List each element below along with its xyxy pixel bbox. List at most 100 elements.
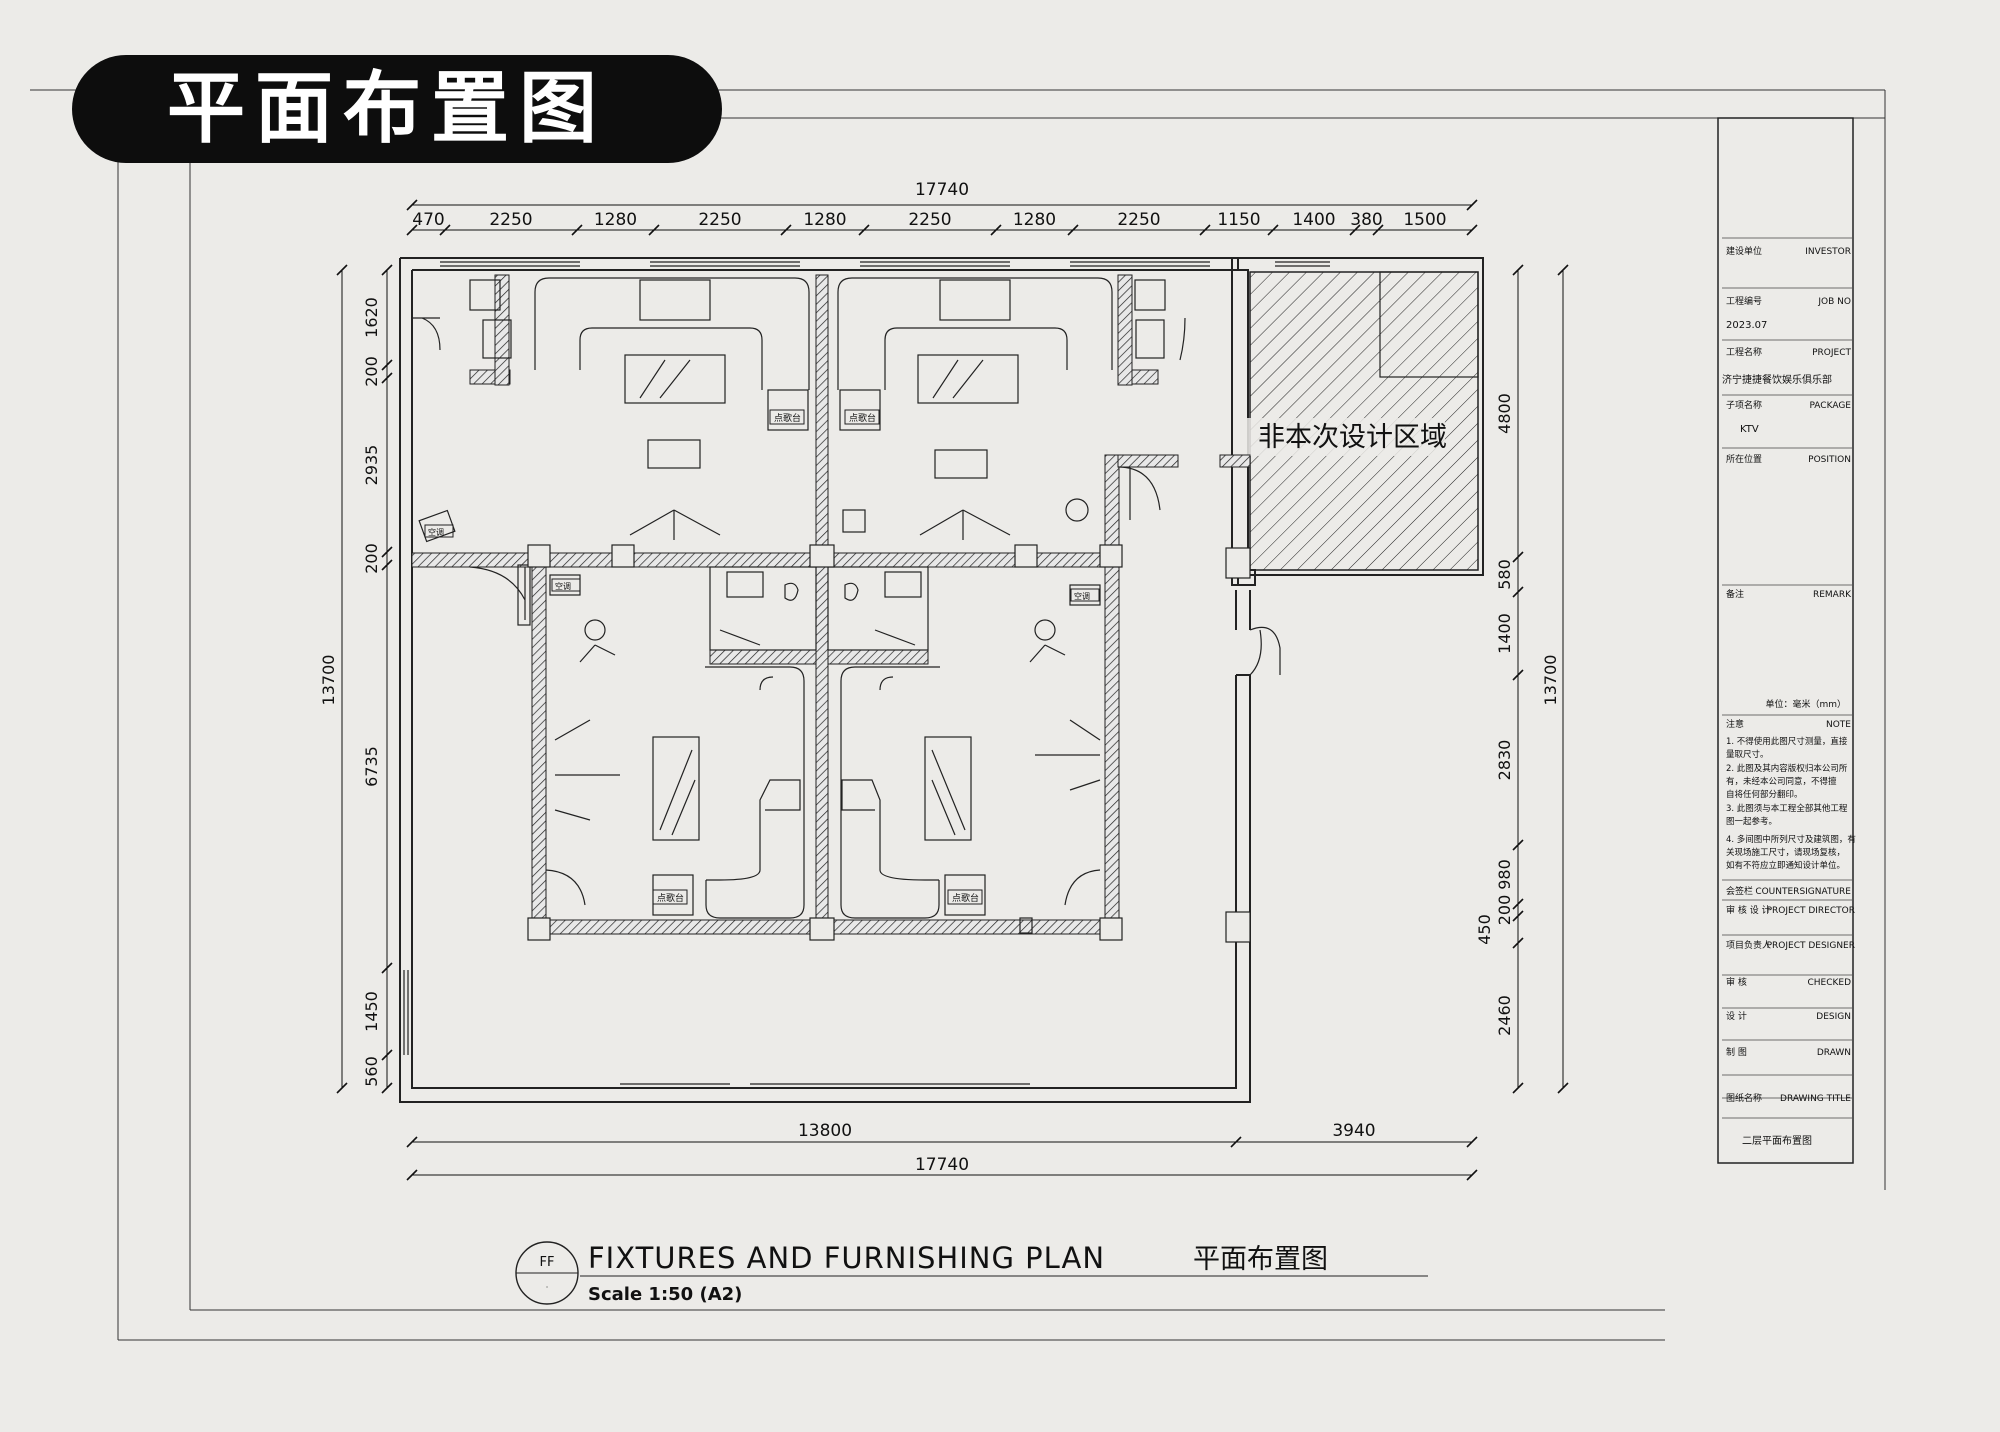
- dimension-tick: [336, 1082, 348, 1094]
- excluded-area: 非本次设计区域: [1245, 271, 1479, 571]
- dimension-label: 2830: [1495, 740, 1514, 781]
- dimension-label: 450: [1475, 914, 1494, 945]
- dimension-tick: [858, 224, 870, 236]
- dimension-tick: [1557, 264, 1569, 276]
- tb-checked-en: CHECKED: [1807, 978, 1851, 988]
- dimension-label: 2250: [489, 210, 532, 230]
- tb-note-line: 关现场施工尺寸，请现场复核，: [1726, 847, 1845, 858]
- dimension-tick: [381, 1082, 393, 1094]
- tb-director-cn: 审 核 设 计: [1726, 904, 1771, 916]
- dimension-tick: [381, 359, 393, 371]
- dimension-label: 2935: [362, 445, 381, 486]
- title-block-frame: [1717, 117, 1854, 1164]
- tb-package-value: KTV: [1740, 424, 1759, 435]
- dim-bottom-segment-right: 3940: [1332, 1121, 1375, 1141]
- room-lower-left: [469, 564, 805, 919]
- dimension-label: 380: [1350, 210, 1382, 230]
- tb-project-cn: 工程名称: [1726, 346, 1762, 358]
- tb-remark-en: REMARK: [1813, 590, 1852, 600]
- dimension-label: 6735: [362, 746, 381, 787]
- ac-tag-label: 空调: [428, 527, 444, 537]
- dimension-tick: [1512, 898, 1524, 910]
- tb-notes: 1. 不得使用此图尺寸测量，直接 量取尺寸。 2. 此图及其内容版权归本公司所 …: [1726, 736, 1856, 871]
- drawing-title-en: FIXTURES AND FURNISHING PLAN: [588, 1241, 1105, 1275]
- tb-unit: 单位：毫米（mm）: [1765, 698, 1846, 710]
- tb-investor-en: INVESTOR: [1805, 247, 1851, 257]
- ac-tag-label: 空调: [1074, 591, 1090, 601]
- dim-bottom-segment-left: 13800: [798, 1121, 852, 1141]
- dimension-tick: [1512, 910, 1524, 922]
- dimension-label: 1150: [1217, 210, 1260, 230]
- dimension-label: 980: [1495, 859, 1514, 890]
- entrance-doors[interactable]: [1249, 626, 1281, 676]
- dimension-tick: [1557, 1082, 1569, 1094]
- tb-project-en: PROJECT: [1812, 348, 1851, 358]
- dimension-tick: [381, 1049, 393, 1061]
- dimension-ticks: [336, 199, 1569, 1181]
- dimension-label: 1280: [803, 210, 846, 230]
- tb-position-cn: 所在位置: [1726, 453, 1762, 465]
- dimension-tick: [439, 224, 451, 236]
- dimension-tick: [1372, 224, 1384, 236]
- dimension-tick: [1267, 224, 1279, 236]
- floor-plan: 非本次设计区域: [319, 180, 1569, 1181]
- dimension-tick: [1512, 839, 1524, 851]
- dimension-tick: [406, 199, 418, 211]
- dimension-label: 1400: [1292, 210, 1335, 230]
- dimension-tick: [381, 962, 393, 974]
- tb-note-line: 4. 多间图中所列尺寸及建筑图，有: [1726, 834, 1856, 845]
- title-block: 建设单位 INVESTOR 工程编号 JOB NO 2023.07 工程名称 P…: [1717, 117, 1856, 1164]
- tb-note-line: 1. 不得使用此图尺寸测量，直接: [1726, 736, 1848, 747]
- ac-tag-label: 空调: [555, 581, 571, 591]
- tb-position-en: POSITION: [1808, 455, 1851, 465]
- dimension-tick: [1512, 1082, 1524, 1094]
- dimension-tick: [381, 546, 393, 558]
- dimension-label: 1450: [362, 991, 381, 1032]
- dimension-tick: [1466, 1136, 1478, 1148]
- columns: [527, 544, 1251, 943]
- dimension-label: 2250: [1117, 210, 1160, 230]
- tb-note-line: 3. 此图须与本工程全部其他工程: [1726, 803, 1848, 814]
- tb-design-cn: 设 计: [1726, 1010, 1747, 1022]
- tb-remark-cn: 备注: [1726, 588, 1744, 600]
- dimension-label: 1620: [362, 297, 381, 338]
- excluded-area-label: 非本次设计区域: [1258, 422, 1447, 453]
- dimension-label: 560: [362, 1056, 381, 1087]
- room-tag-label: 点歌台: [952, 892, 979, 904]
- dimension-tick: [1067, 224, 1079, 236]
- dimension-tick: [648, 224, 660, 236]
- tb-note-line: 如有不符应立即通知设计单位。: [1726, 860, 1845, 871]
- dim-top-overall: 17740: [915, 180, 969, 200]
- dimension-label: 2250: [698, 210, 741, 230]
- dimension-tick: [1512, 669, 1524, 681]
- room-tags: [424, 409, 1100, 905]
- dimension-tick: [406, 1136, 418, 1148]
- room-tag-label: 点歌台: [849, 412, 876, 424]
- dimension-tick: [1230, 1136, 1242, 1148]
- tb-jobno-value: 2023.07: [1726, 320, 1767, 331]
- drawing-title-cn: 平面布置图: [1193, 1244, 1328, 1275]
- tb-note-line: 自将任何部分翻印。: [1726, 789, 1803, 800]
- tb-note-line: 量取尺寸。: [1726, 749, 1769, 760]
- dimension-tick: [1512, 264, 1524, 276]
- drawing-symbol-dot: ·: [546, 1283, 549, 1292]
- dimension-label: 470: [412, 210, 444, 230]
- dimension-label: 1400: [1495, 613, 1514, 654]
- drawing-symbol: FF: [540, 1255, 555, 1270]
- tb-package-en: PACKAGE: [1809, 401, 1851, 411]
- room-tag-label: 点歌台: [774, 412, 801, 424]
- tb-director-en: PROJECT DIRECTOR: [1767, 906, 1855, 916]
- dimension-label: 4800: [1495, 393, 1514, 434]
- dimension-tick: [990, 224, 1002, 236]
- tb-designer-en: PROJECT DESIGNER: [1767, 941, 1855, 951]
- dimension-label: 580: [1495, 559, 1514, 590]
- tb-drawing-title-en: DRAWING TITLE: [1780, 1094, 1851, 1104]
- dimension-tick: [1512, 586, 1524, 598]
- dimension-tick: [381, 264, 393, 276]
- tb-drawing-title-cn: 图纸名称: [1726, 1092, 1762, 1104]
- dimension-tick: [406, 1169, 418, 1181]
- dim-left-overall: 13700: [319, 655, 338, 706]
- windows: [403, 261, 1330, 1085]
